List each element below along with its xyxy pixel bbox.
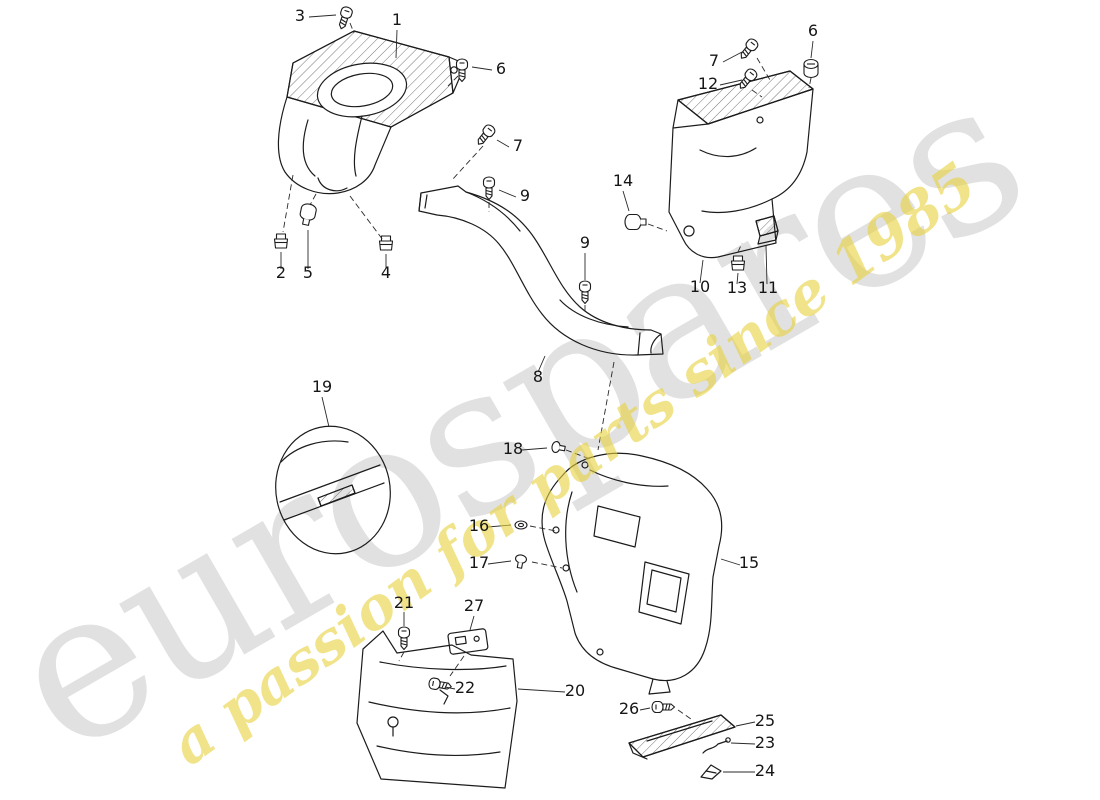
- part-labels: 3 1 6 7 12 6 7 9 14 9 2 5 4 10 13 11 8 1…: [276, 6, 818, 780]
- screw-part-6-left: [455, 58, 469, 83]
- part-label-14[interactable]: 14: [613, 171, 633, 190]
- part-23-spring-pin: [702, 737, 731, 754]
- part-label-7a[interactable]: 7: [709, 51, 719, 70]
- part-19-spare-wheel-cover: [275, 425, 391, 555]
- leader-lines: [280, 14, 814, 773]
- part-label-5[interactable]: 5: [303, 263, 313, 282]
- part-label-7b[interactable]: 7: [513, 136, 523, 155]
- part-label-26[interactable]: 26: [619, 699, 639, 718]
- part-6-grommet: [803, 58, 819, 79]
- screw-part-7-right: [736, 36, 761, 63]
- part-10-side-trim-panel: [668, 70, 814, 259]
- part-8-air-duct: [418, 185, 664, 356]
- part-label-8[interactable]: 8: [533, 367, 543, 386]
- part-25-tray: [628, 714, 736, 760]
- part-label-23[interactable]: 23: [755, 733, 775, 752]
- screw-part-26: [651, 700, 676, 714]
- part-20-lower-trim: [356, 630, 518, 789]
- clip-part-2: [273, 233, 289, 249]
- part-label-13[interactable]: 13: [727, 278, 747, 297]
- part-label-10[interactable]: 10: [690, 277, 710, 296]
- clip-part-13: [730, 255, 746, 271]
- part-label-3[interactable]: 3: [295, 6, 305, 25]
- part-label-21[interactable]: 21: [394, 593, 414, 612]
- part-label-15[interactable]: 15: [739, 553, 759, 572]
- part-label-16[interactable]: 16: [469, 516, 489, 535]
- part-label-2[interactable]: 2: [276, 263, 286, 282]
- part-label-1[interactable]: 1: [392, 10, 402, 29]
- part-1-air-cleaner-housing: [277, 30, 464, 195]
- part-label-19[interactable]: 19: [312, 377, 332, 396]
- part-label-25[interactable]: 25: [755, 711, 775, 730]
- part-label-27[interactable]: 27: [464, 596, 484, 615]
- part-24-clip: [700, 764, 722, 780]
- screw-part-7-mid: [473, 122, 498, 149]
- part-label-18[interactable]: 18: [503, 439, 523, 458]
- screw-part-9-upper: [482, 176, 496, 201]
- part-11-bracket: [755, 215, 779, 245]
- part-label-4[interactable]: 4: [381, 263, 391, 282]
- part-label-24[interactable]: 24: [755, 761, 775, 780]
- plug-part-5: [297, 202, 318, 227]
- part-label-9a[interactable]: 9: [520, 186, 530, 205]
- part-label-6b[interactable]: 6: [808, 21, 818, 40]
- part-label-17[interactable]: 17: [469, 553, 489, 572]
- watermark-brand: eurospares: [0, 35, 1059, 800]
- part-label-9b[interactable]: 9: [580, 233, 590, 252]
- screw-part-3: [335, 5, 354, 31]
- part-15-trim-panel: [541, 452, 723, 695]
- part-label-20[interactable]: 20: [565, 681, 585, 700]
- part-label-12[interactable]: 12: [698, 74, 718, 93]
- part-label-22[interactable]: 22: [455, 678, 475, 697]
- part-label-11[interactable]: 11: [758, 278, 778, 297]
- rivet-part-17: [513, 553, 528, 570]
- part-label-6a[interactable]: 6: [496, 59, 506, 78]
- part-27-bracket: [447, 628, 489, 655]
